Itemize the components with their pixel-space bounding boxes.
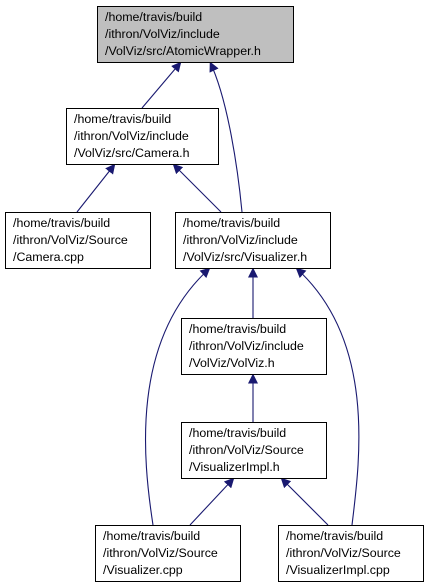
node-visualizer-cpp[interactable]: /home/travis/build/ithron/VolViz/Source /… xyxy=(95,525,241,582)
node-label-line: /ithron/VolViz/include xyxy=(105,27,220,41)
node-label-line: /ithron/VolViz/include xyxy=(183,233,298,247)
node-label-line: /home/travis/build xyxy=(189,426,286,440)
edge-visualizer-cpp-to-visualizer-h xyxy=(145,267,211,526)
node-label-line: /home/travis/build xyxy=(103,529,200,543)
node-label-line: /VolViz/VolViz.h xyxy=(189,356,275,370)
node-label-line: /ithron/VolViz/include xyxy=(189,339,304,353)
edge-camera-h-to-atomic xyxy=(141,61,182,109)
nodes: /home/travis/build/ithron/VolViz/include… xyxy=(5,6,424,582)
node-label-line: /home/travis/build xyxy=(74,112,171,126)
node-label-line: /home/travis/build xyxy=(189,322,286,336)
node-label-line: /home/travis/build xyxy=(105,10,202,24)
node-label-line: /VolViz/src/Camera.h xyxy=(74,146,190,160)
node-box xyxy=(181,422,327,479)
node-label-line: /home/travis/build xyxy=(286,529,383,543)
edges xyxy=(76,61,360,526)
node-camera-h[interactable]: /home/travis/build/ithron/VolViz/include… xyxy=(66,108,219,165)
node-label-line: /VolViz/src/Visualizer.h xyxy=(183,250,307,264)
node-box xyxy=(95,525,241,582)
node-label-line: /ithron/VolViz/Source xyxy=(13,233,128,247)
edge-visualizer-h-to-atomic xyxy=(209,61,243,213)
edge-visimpl-cpp-to-visimpl-h xyxy=(280,477,329,526)
node-label-line: /home/travis/build xyxy=(183,216,280,230)
node-box xyxy=(278,525,424,582)
node-label-line: /Camera.cpp xyxy=(13,250,84,264)
edge-visualizer-h-to-camera-h xyxy=(172,163,222,213)
node-box xyxy=(181,318,327,375)
node-label-line: /ithron/VolViz/Source xyxy=(189,443,304,457)
node-label-line: /VolViz/src/AtomicWrapper.h xyxy=(105,44,261,58)
node-label-line: /ithron/VolViz/Source xyxy=(103,546,218,560)
node-volviz-h[interactable]: /home/travis/build/ithron/VolViz/include… xyxy=(181,318,327,375)
edge-visimpl-cpp-to-visualizer-h xyxy=(295,267,360,526)
node-visimpl-cpp[interactable]: /home/travis/build/ithron/VolViz/Source /… xyxy=(278,525,424,582)
edge-camera-cpp-to-camera-h xyxy=(76,163,116,213)
node-label-line: /VisualizerImpl.h xyxy=(189,460,280,474)
node-camera-cpp[interactable]: /home/travis/build/ithron/VolViz/Source /… xyxy=(5,212,151,269)
edge-visualizer-cpp-to-visimpl-h xyxy=(189,477,235,526)
node-box xyxy=(97,6,294,63)
node-visimpl-h[interactable]: /home/travis/build/ithron/VolViz/Source /… xyxy=(181,422,327,479)
node-box xyxy=(5,212,151,269)
node-label-line: /VisualizerImpl.cpp xyxy=(286,563,390,577)
node-box xyxy=(66,108,219,165)
node-atomic[interactable]: /home/travis/build/ithron/VolViz/include… xyxy=(97,6,294,63)
node-visualizer-h[interactable]: /home/travis/build/ithron/VolViz/include… xyxy=(175,212,331,269)
node-label-line: /Visualizer.cpp xyxy=(103,563,183,577)
node-label-line: /home/travis/build xyxy=(13,216,110,230)
node-label-line: /ithron/VolViz/Source xyxy=(286,546,401,560)
node-label-line: /ithron/VolViz/include xyxy=(74,129,189,143)
node-box xyxy=(175,212,331,269)
